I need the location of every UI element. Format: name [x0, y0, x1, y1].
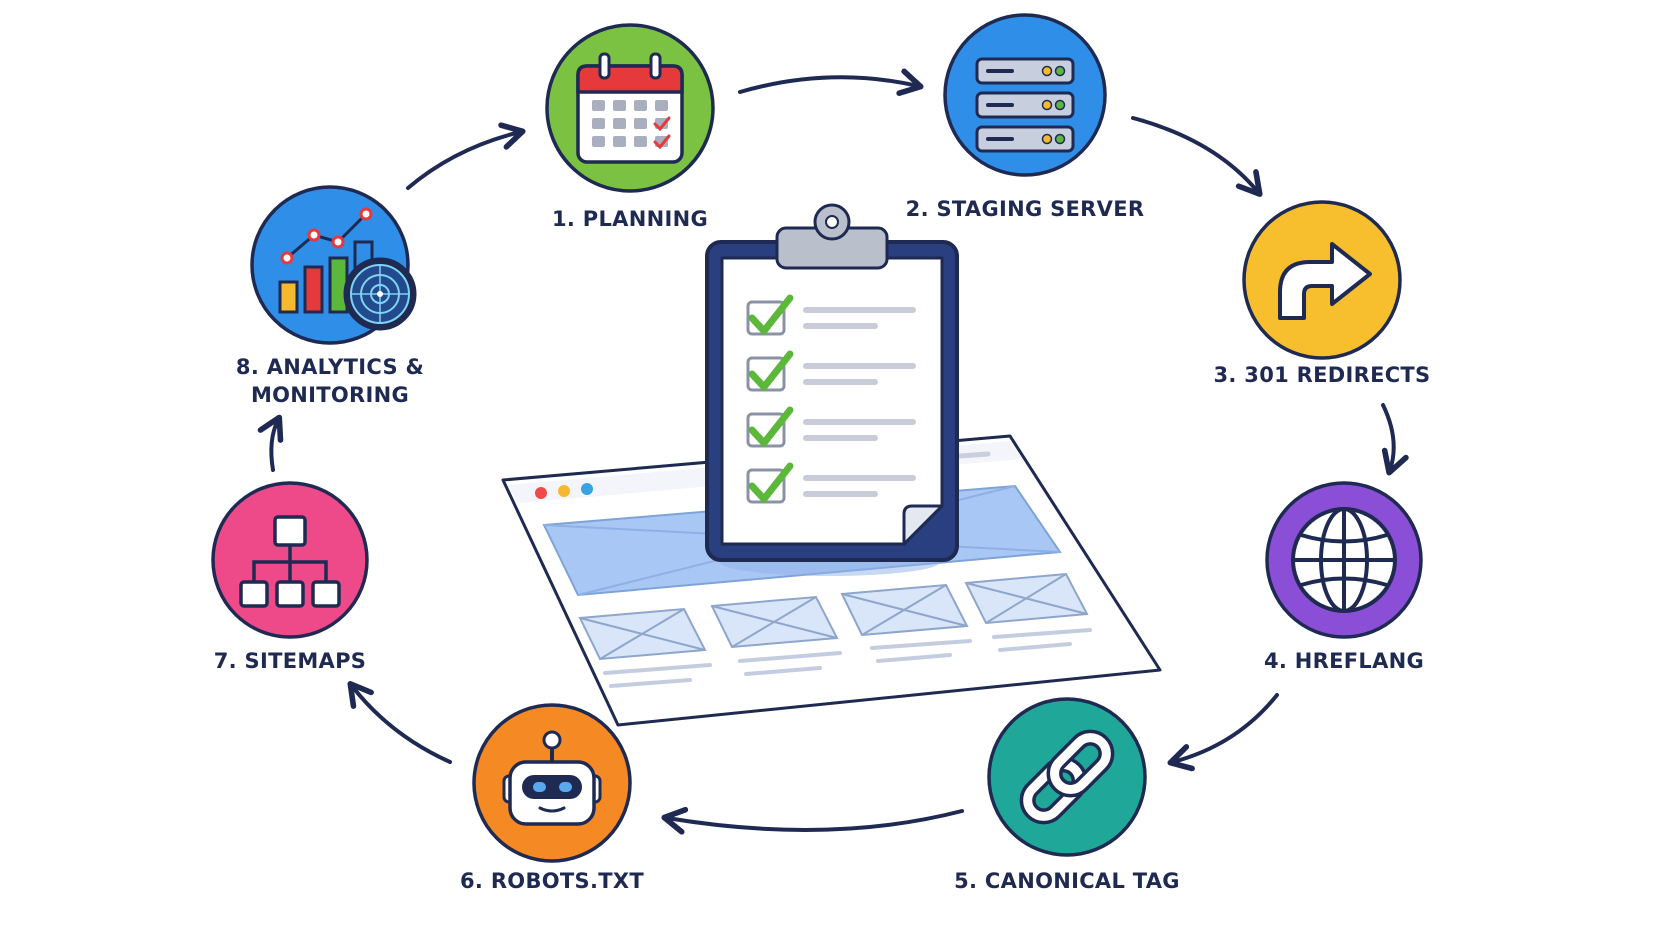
sitemap-icon [239, 515, 341, 608]
checklist-row [746, 406, 916, 448]
server-icon [975, 57, 1075, 153]
step-8-label-line2: MONITORING [251, 383, 409, 407]
step-4-label: 4. HREFLANG [1264, 649, 1424, 673]
step-2-label: 2. STAGING SERVER [906, 197, 1145, 221]
step-analytics-monitoring: 8. ANALYTICS & MONITORING [236, 185, 424, 407]
chain-link-icon [1019, 729, 1115, 825]
checklist-clipboard-icon [705, 203, 959, 576]
step-robots-txt: 6. ROBOTS.TXT [460, 703, 644, 893]
redirect-arrow-icon [1278, 242, 1372, 320]
step-5-label: 5. CANONICAL TAG [954, 869, 1180, 893]
monitoring-radar-icon [343, 257, 417, 331]
robot-icon [502, 730, 602, 826]
window-dot-blue [581, 483, 593, 495]
step-staging-server: 2. STAGING SERVER [906, 13, 1145, 221]
step-sitemaps: 7. SITEMAPS [211, 481, 369, 673]
thumbnail-row [578, 572, 1089, 661]
arrow-1-to-2 [738, 68, 924, 97]
arrow-2-to-3 [1131, 116, 1263, 197]
window-dot-yellow [558, 485, 570, 497]
step-301-redirects: 3. 301 REDIRECTS [1214, 200, 1431, 387]
checklist-row [746, 294, 916, 336]
arrow-4-to-5 [1167, 693, 1279, 772]
step-planning: 1. PLANNING [545, 23, 715, 231]
window-dot-red [535, 487, 547, 499]
arrow-6-to-7 [347, 680, 452, 764]
cycle-arrows [257, 68, 1409, 835]
arrow-8-to-1 [406, 122, 526, 190]
arrow-3-to-4 [1381, 403, 1409, 476]
checklist-row [746, 462, 916, 504]
text-lines-placeholder [603, 628, 1092, 688]
step-3-label: 3. 301 REDIRECTS [1214, 363, 1431, 387]
step-6-label: 6. ROBOTS.TXT [460, 869, 644, 893]
step-7-label: 7. SITEMAPS [214, 649, 366, 673]
arrow-7-to-8 [257, 414, 284, 472]
globe-icon [1291, 507, 1397, 613]
step-hreflang: 4. HREFLANG [1264, 481, 1424, 673]
step-8-label-line1: 8. ANALYTICS & [236, 355, 424, 379]
step-1-label: 1. PLANNING [552, 207, 708, 231]
checklist-row [746, 350, 916, 392]
step-canonical-tag: 5. CANONICAL TAG [954, 697, 1180, 893]
calendar-icon [576, 52, 684, 164]
arrow-5-to-6 [661, 806, 964, 835]
step-5-circle [987, 697, 1147, 857]
